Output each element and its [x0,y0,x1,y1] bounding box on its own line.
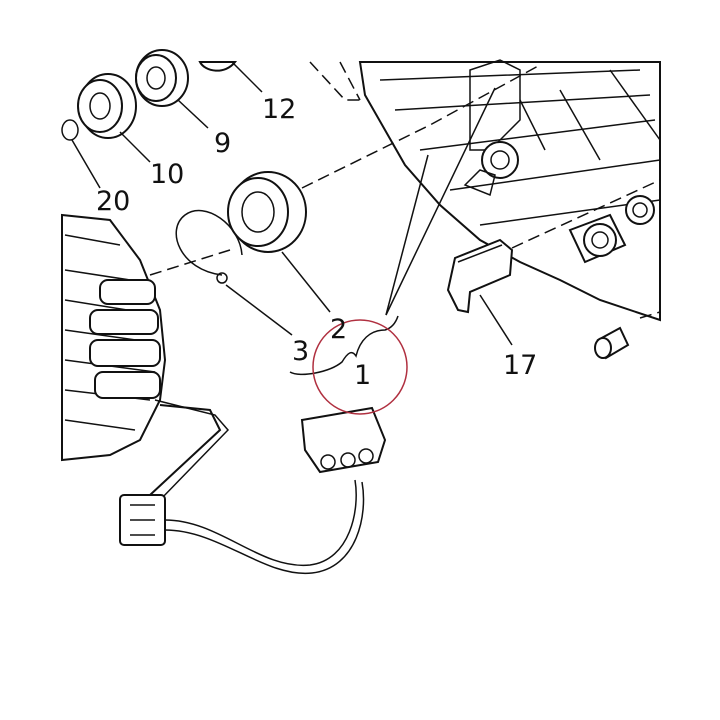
circlip-3 [175,209,243,284]
callout-2: 2 [330,314,347,345]
axis-lines [149,64,661,319]
bushing [594,326,630,360]
stator-coil [61,213,167,462]
callout-1: 1 [354,360,371,391]
snap-ring-20 [61,119,79,141]
callout-12: 12 [262,94,296,125]
wiring-harness [119,399,387,575]
highlight-circle [312,319,408,415]
callout-9: 9 [214,128,231,159]
callout-20: 20 [96,186,130,217]
callout-3: 3 [292,336,309,367]
part-12 [198,61,238,72]
plate-17 [446,238,514,314]
crankcase-cover [358,59,661,322]
cutaway-outline [309,61,361,101]
bearing-2 [227,171,307,253]
callout-17: 17 [503,350,537,381]
callout-10: 10 [150,159,184,190]
bearing-10 [77,73,137,139]
leader-lines [71,61,513,376]
bearing-9 [135,49,189,107]
